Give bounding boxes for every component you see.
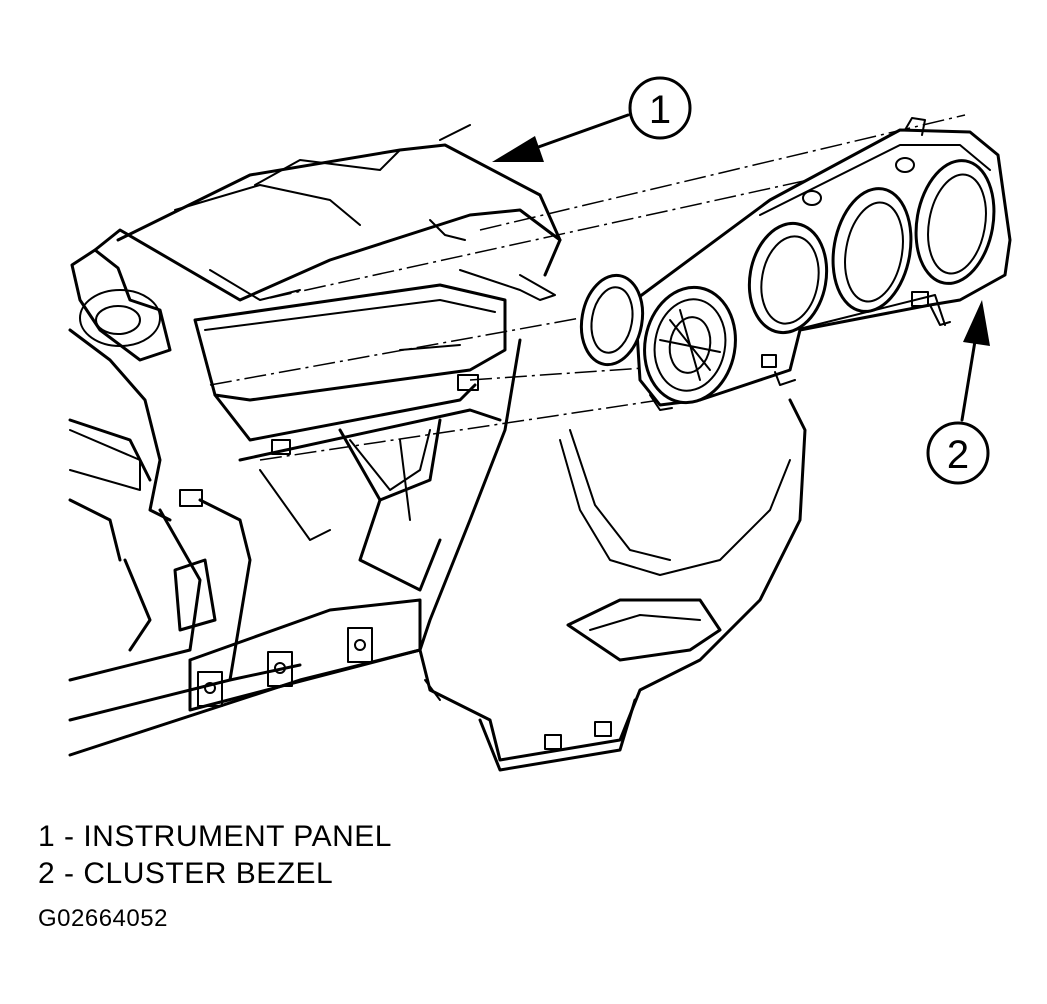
callout-2-arrowhead [963, 300, 990, 346]
figure-id: G02664052 [38, 905, 168, 932]
legend: 1 - INSTRUMENT PANEL 2 - CLUSTER BEZEL [38, 818, 392, 892]
legend-item-cluster-bezel: 2 - CLUSTER BEZEL [38, 857, 334, 890]
callout-2-circle [926, 421, 990, 485]
center-stack-housing [418, 338, 807, 772]
callout-1: 1 [492, 76, 692, 162]
callout-2-number: 2 [947, 433, 969, 477]
callout-2: 2 [926, 300, 990, 485]
instrument-panel-drawing [68, 124, 562, 757]
callout-1-arrowhead [492, 136, 544, 162]
legend-item-instrument-panel: 1 - INSTRUMENT PANEL [38, 820, 392, 853]
exploded-view-diagram: 1 2 [68, 76, 1012, 772]
callout-1-number: 1 [649, 88, 671, 132]
callout-1-circle [628, 76, 692, 140]
cluster-bezel-drawing [579, 117, 1012, 411]
